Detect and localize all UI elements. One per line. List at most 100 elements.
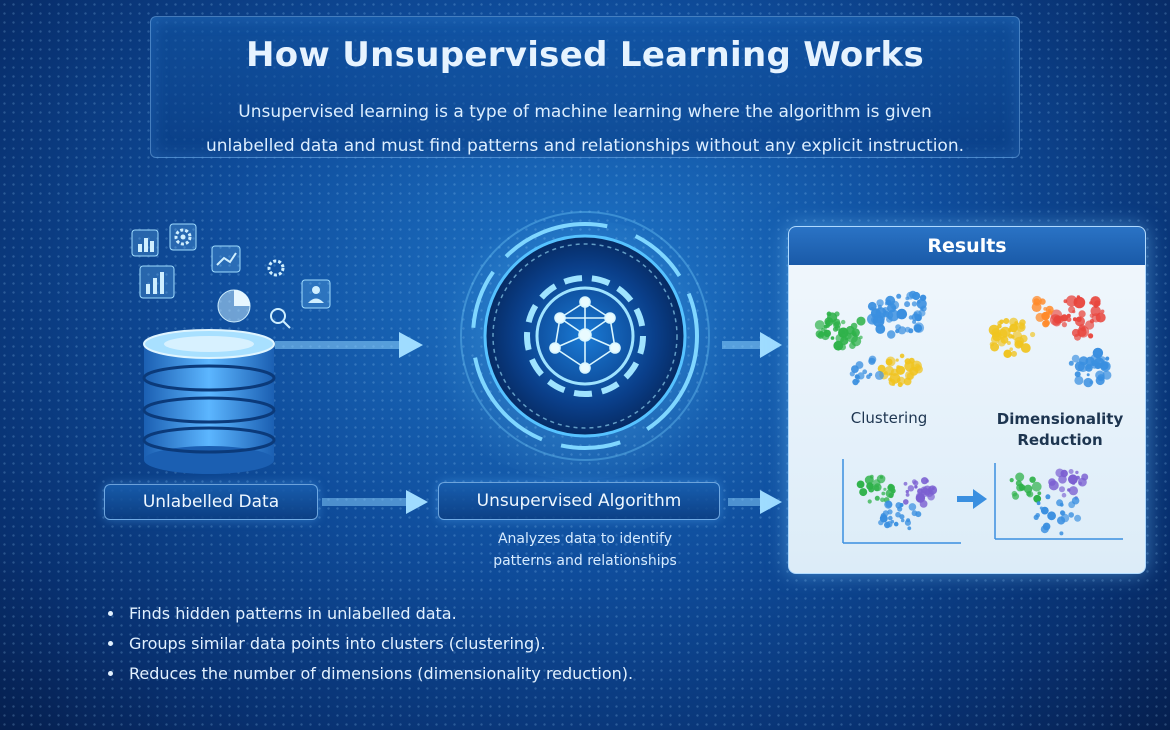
scatter-dot <box>906 291 915 300</box>
scatter-dot <box>896 293 902 299</box>
scatter-dot <box>1009 347 1013 351</box>
scatter-dot <box>1042 522 1051 531</box>
arrow-algorithm-to-results <box>722 332 782 358</box>
scatter-dot <box>1008 333 1013 339</box>
scatter-dot <box>1003 318 1010 324</box>
scatter-dot <box>1085 356 1095 366</box>
scatter-dot <box>876 299 884 307</box>
scatter-dot <box>1081 473 1089 481</box>
scatter-dot <box>1011 350 1017 357</box>
scatter-dot <box>1068 474 1078 485</box>
scatter-dot <box>925 479 930 483</box>
scatter-dot <box>883 487 887 491</box>
header-panel: How Unsupervised Learning Works Unsuperv… <box>150 16 1020 158</box>
scatter-dot <box>851 331 857 336</box>
scatter-dot <box>911 301 917 307</box>
scatter-dot <box>888 515 893 521</box>
scatter-dot <box>1031 302 1042 312</box>
scatter-dot <box>1048 478 1056 486</box>
scatter-dot <box>1015 472 1025 482</box>
scatter-dot <box>1076 475 1080 480</box>
scatter-dot <box>1019 334 1028 343</box>
scatter-dot <box>1033 494 1042 503</box>
scatter-dot <box>896 308 908 320</box>
description-line-1: Unsupervised learning is a type of machi… <box>238 102 932 122</box>
user-card-icon <box>301 279 331 309</box>
unsupervised-algorithm-label: Unsupervised Algorithm <box>438 482 720 520</box>
scatter-dot <box>1036 501 1041 506</box>
scatter-dot <box>1090 296 1101 307</box>
scatter-dot <box>856 379 860 383</box>
scatter-dot <box>1052 317 1062 327</box>
scatter-dot <box>1088 333 1094 339</box>
algorithm-subtitle: Analyzes data to identify patterns and r… <box>440 528 730 572</box>
scatter-dot <box>915 511 922 518</box>
magnifier-icon <box>270 308 291 329</box>
scatter-dot <box>1078 310 1086 318</box>
scatter-dot <box>851 336 862 347</box>
scatter-dot <box>919 500 928 508</box>
scatter-dot <box>904 519 911 526</box>
scatter-dot <box>885 356 896 367</box>
scatter-dot <box>1055 468 1064 478</box>
scatter-dot <box>897 326 907 335</box>
scatter-dot <box>1077 361 1089 373</box>
scatter-dot <box>868 357 876 365</box>
scatter-dot <box>908 328 914 334</box>
scatter-dot <box>885 311 894 319</box>
algorithm-subtitle-line-1: Analyzes data to identify <box>497 531 672 547</box>
small-gear-icon <box>267 259 285 277</box>
scatter-dot <box>927 492 935 501</box>
scatter-dot <box>999 319 1004 325</box>
scatter-dot <box>989 342 995 347</box>
scatter-dot <box>1091 313 1101 323</box>
scatter-dot <box>867 499 872 504</box>
scatter-dot <box>1063 299 1068 304</box>
scatter-dot <box>823 324 828 329</box>
scatter-dot <box>912 291 921 301</box>
scatter-dot <box>1068 360 1074 366</box>
scatter-dot <box>1061 322 1067 328</box>
arrow-label-1 <box>322 490 428 514</box>
description-line-2: unlabelled data and must find patterns a… <box>205 136 965 156</box>
reduction-arrow-icon <box>957 489 987 509</box>
scatter-dot <box>1003 349 1012 358</box>
arrow-data-to-algorithm <box>275 332 423 358</box>
scatter-dot <box>891 382 896 386</box>
page-title: How Unsupervised Learning Works <box>245 35 924 75</box>
results-header: Results <box>789 227 1145 265</box>
scatter-dot <box>1086 365 1092 370</box>
scatter-dot <box>849 371 855 377</box>
scatter-dot <box>911 479 917 485</box>
network-graph <box>549 296 621 374</box>
scatter-dot <box>868 372 873 377</box>
unlabelled-data-label: Unlabelled Data <box>104 484 318 520</box>
scatter-dot <box>1030 331 1036 338</box>
scatter-dot <box>887 485 893 491</box>
scatter-dot <box>857 372 865 380</box>
scatter-dot <box>899 353 905 359</box>
scatter-dot <box>903 377 912 386</box>
scatter-dot <box>827 312 838 323</box>
pie-chart-icon <box>217 289 251 323</box>
scatter-dot <box>862 369 868 375</box>
bullet-text: Groups similar data points into clusters… <box>129 633 546 653</box>
scatter-dot <box>1076 316 1082 322</box>
bullet-text: Finds hidden patterns in unlabelled data… <box>129 603 457 623</box>
scatter-dot <box>1033 514 1039 520</box>
scatter-dot <box>1045 494 1051 500</box>
scatter-dot <box>895 358 899 362</box>
scatter-dot <box>908 503 917 511</box>
scatter-dot <box>1031 481 1042 492</box>
scatter-dot <box>1020 343 1031 353</box>
bar-chart-icon <box>131 229 159 257</box>
clustering-label: Clustering <box>850 409 928 427</box>
scatter-dot <box>900 518 905 523</box>
scatter-dot <box>904 301 911 308</box>
scatter-dot <box>1083 377 1093 388</box>
scatter-dot <box>1059 486 1065 493</box>
scatter-dot <box>1075 470 1079 475</box>
scatter-dot <box>1006 341 1011 345</box>
scatter-dot <box>881 491 886 496</box>
scatter-dot <box>1071 496 1080 505</box>
